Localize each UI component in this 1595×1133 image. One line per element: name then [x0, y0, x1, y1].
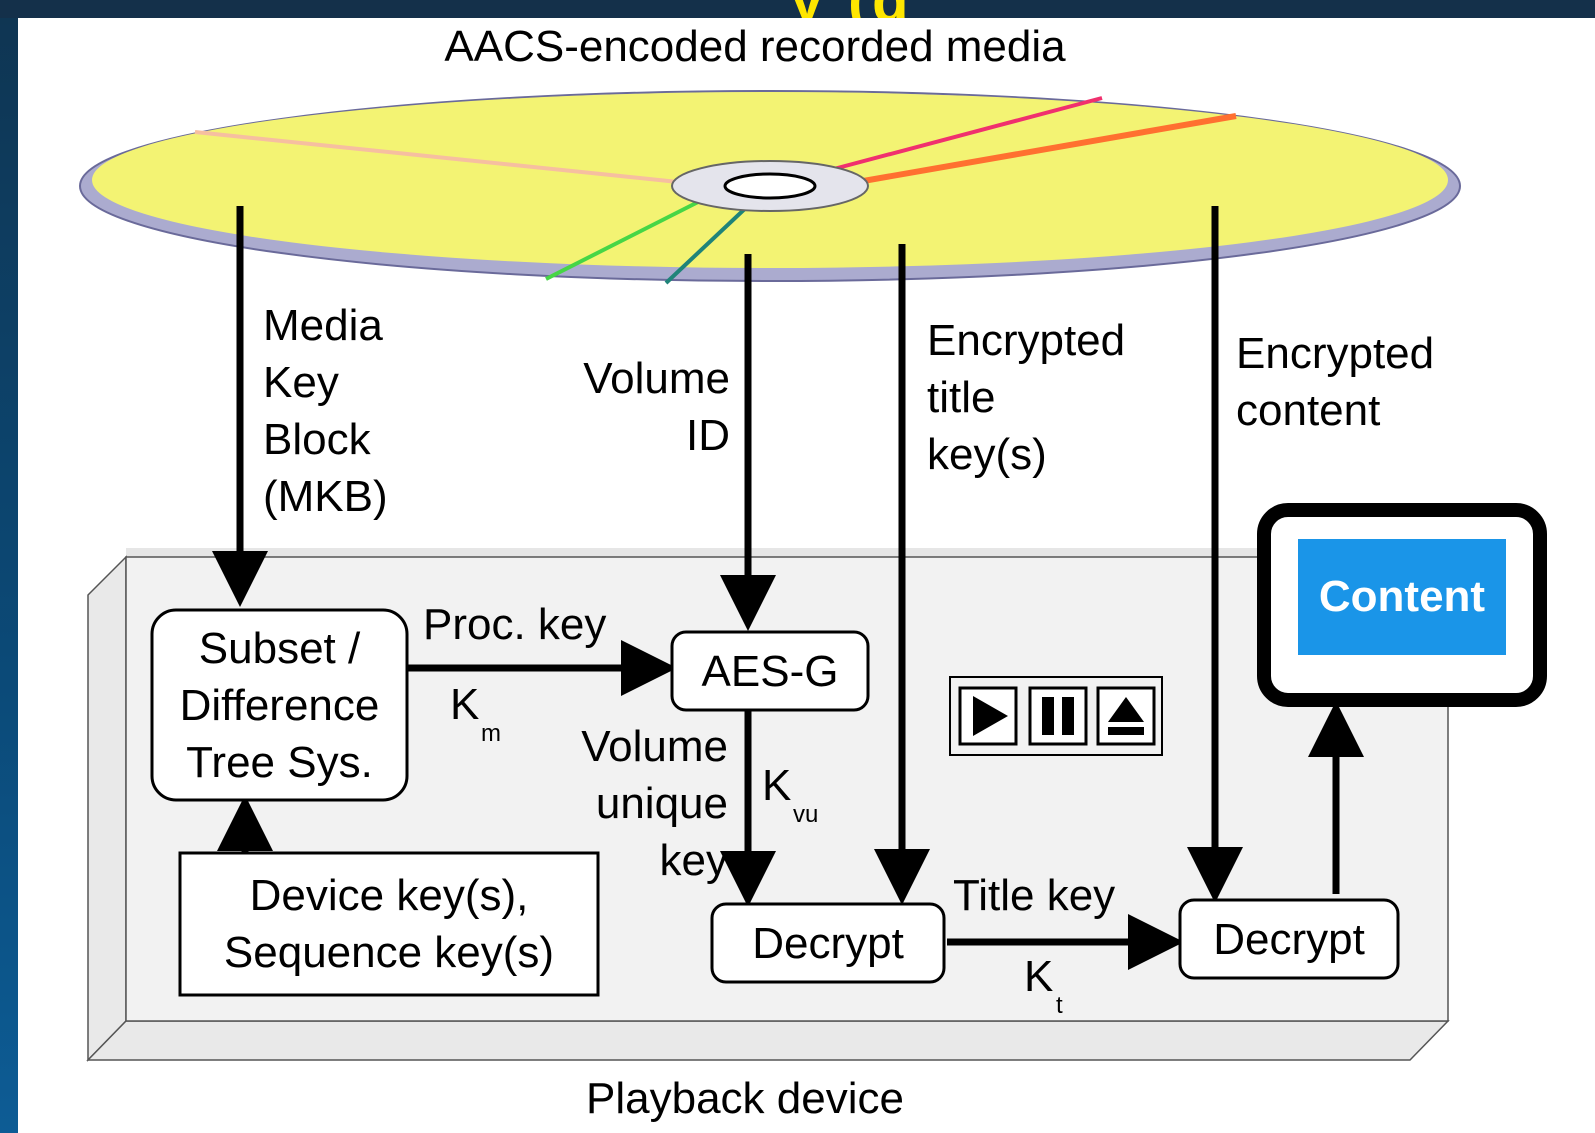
subset-box-line2: Difference — [179, 680, 380, 730]
device-keys-box-text: Device key(s), Sequence key(s) — [180, 853, 598, 995]
symbol-kvu-sub: vu — [793, 801, 819, 828]
pause-icon — [1028, 686, 1088, 746]
slide-title-partial: y (d — [790, 0, 913, 18]
decrypt1-box-text: Decrypt — [752, 918, 904, 968]
label-encrypted-title-keys-line3: key(s) — [927, 430, 1047, 479]
subset-box-line3: Tree Sys. — [186, 737, 373, 787]
device-keys-line2: Sequence key(s) — [223, 928, 555, 977]
symbol-kvu: K — [762, 761, 792, 810]
media-controls — [949, 676, 1163, 756]
disc-ray-pink — [829, 96, 1103, 172]
label-encrypted-title-keys-line2: title — [927, 373, 996, 422]
label-title-key: Title key — [953, 871, 1116, 920]
label-encrypted-content-line2: content — [1236, 386, 1381, 435]
slab-top-face — [126, 548, 1542, 557]
slide-frame-top: y (d — [0, 0, 1595, 18]
decrypt2-box-text: Decrypt — [1213, 914, 1365, 964]
label-volume-id-line2: ID — [686, 411, 730, 460]
slide-frame-left — [0, 0, 18, 1133]
label-mkb-line3: Block — [263, 415, 371, 464]
decrypt2-box — [1178, 898, 1400, 980]
label-encrypted-content: Encrypted content — [1236, 325, 1434, 439]
label-mkb: Media Key Block (MKB) — [263, 297, 388, 525]
slab-left-face — [87, 555, 127, 1062]
disc-ray-teal — [664, 202, 752, 285]
label-mkb-line1: Media — [263, 301, 383, 350]
decrypt1-box — [710, 902, 946, 984]
subset-box-line1: Subset / — [198, 623, 361, 673]
play-icon — [958, 686, 1018, 746]
label-mkb-line4: (MKB) — [263, 472, 388, 521]
symbol-km: K — [450, 680, 480, 729]
label-encrypted-content-line1: Encrypted — [1236, 329, 1435, 378]
aes-box-text: AES-G — [701, 646, 839, 696]
playback-device-label: Playback device — [586, 1074, 904, 1123]
process-boxes — [150, 608, 1400, 997]
eject-icon — [1096, 686, 1156, 746]
disc-hole — [723, 172, 817, 200]
content-screen-label: Content — [1318, 572, 1486, 621]
subset-box — [150, 608, 409, 802]
symbol-km-sub: m — [481, 720, 501, 747]
device-keys-box — [178, 851, 600, 997]
label-volume-id: Volume ID — [540, 350, 730, 464]
label-volume-id-line1: Volume — [583, 354, 730, 403]
disc-ray-peach — [194, 130, 679, 184]
symbol-kt: K — [1024, 952, 1054, 1001]
label-vuk-line2: unique — [595, 779, 728, 828]
label-mkb-line2: Key — [263, 358, 339, 407]
label-encrypted-title-keys: Encrypted title key(s) — [927, 312, 1125, 483]
subset-box-text: Subset / Difference Tree Sys. — [152, 610, 407, 800]
screen-display — [1298, 539, 1506, 655]
symbol-kt-sub: t — [1056, 992, 1063, 1019]
flow-arrows — [212, 206, 1364, 970]
aes-box — [670, 630, 870, 712]
content-screen — [1257, 503, 1547, 707]
device-keys-line1: Device key(s), — [249, 871, 529, 920]
label-vuk-line3: key — [659, 836, 728, 885]
disc-ray-orange — [845, 113, 1237, 187]
label-volume-unique-key: Volume unique key — [520, 718, 728, 889]
slab-bottom-face — [86, 1020, 1450, 1061]
disc-ray-green — [545, 197, 705, 281]
label-proc-key: Proc. key — [423, 600, 607, 649]
label-vuk-line1: Volume — [581, 722, 728, 771]
label-encrypted-title-keys-line1: Encrypted — [927, 316, 1126, 365]
media-title: AACS-encoded recorded media — [444, 22, 1066, 71]
disc — [79, 90, 1461, 285]
